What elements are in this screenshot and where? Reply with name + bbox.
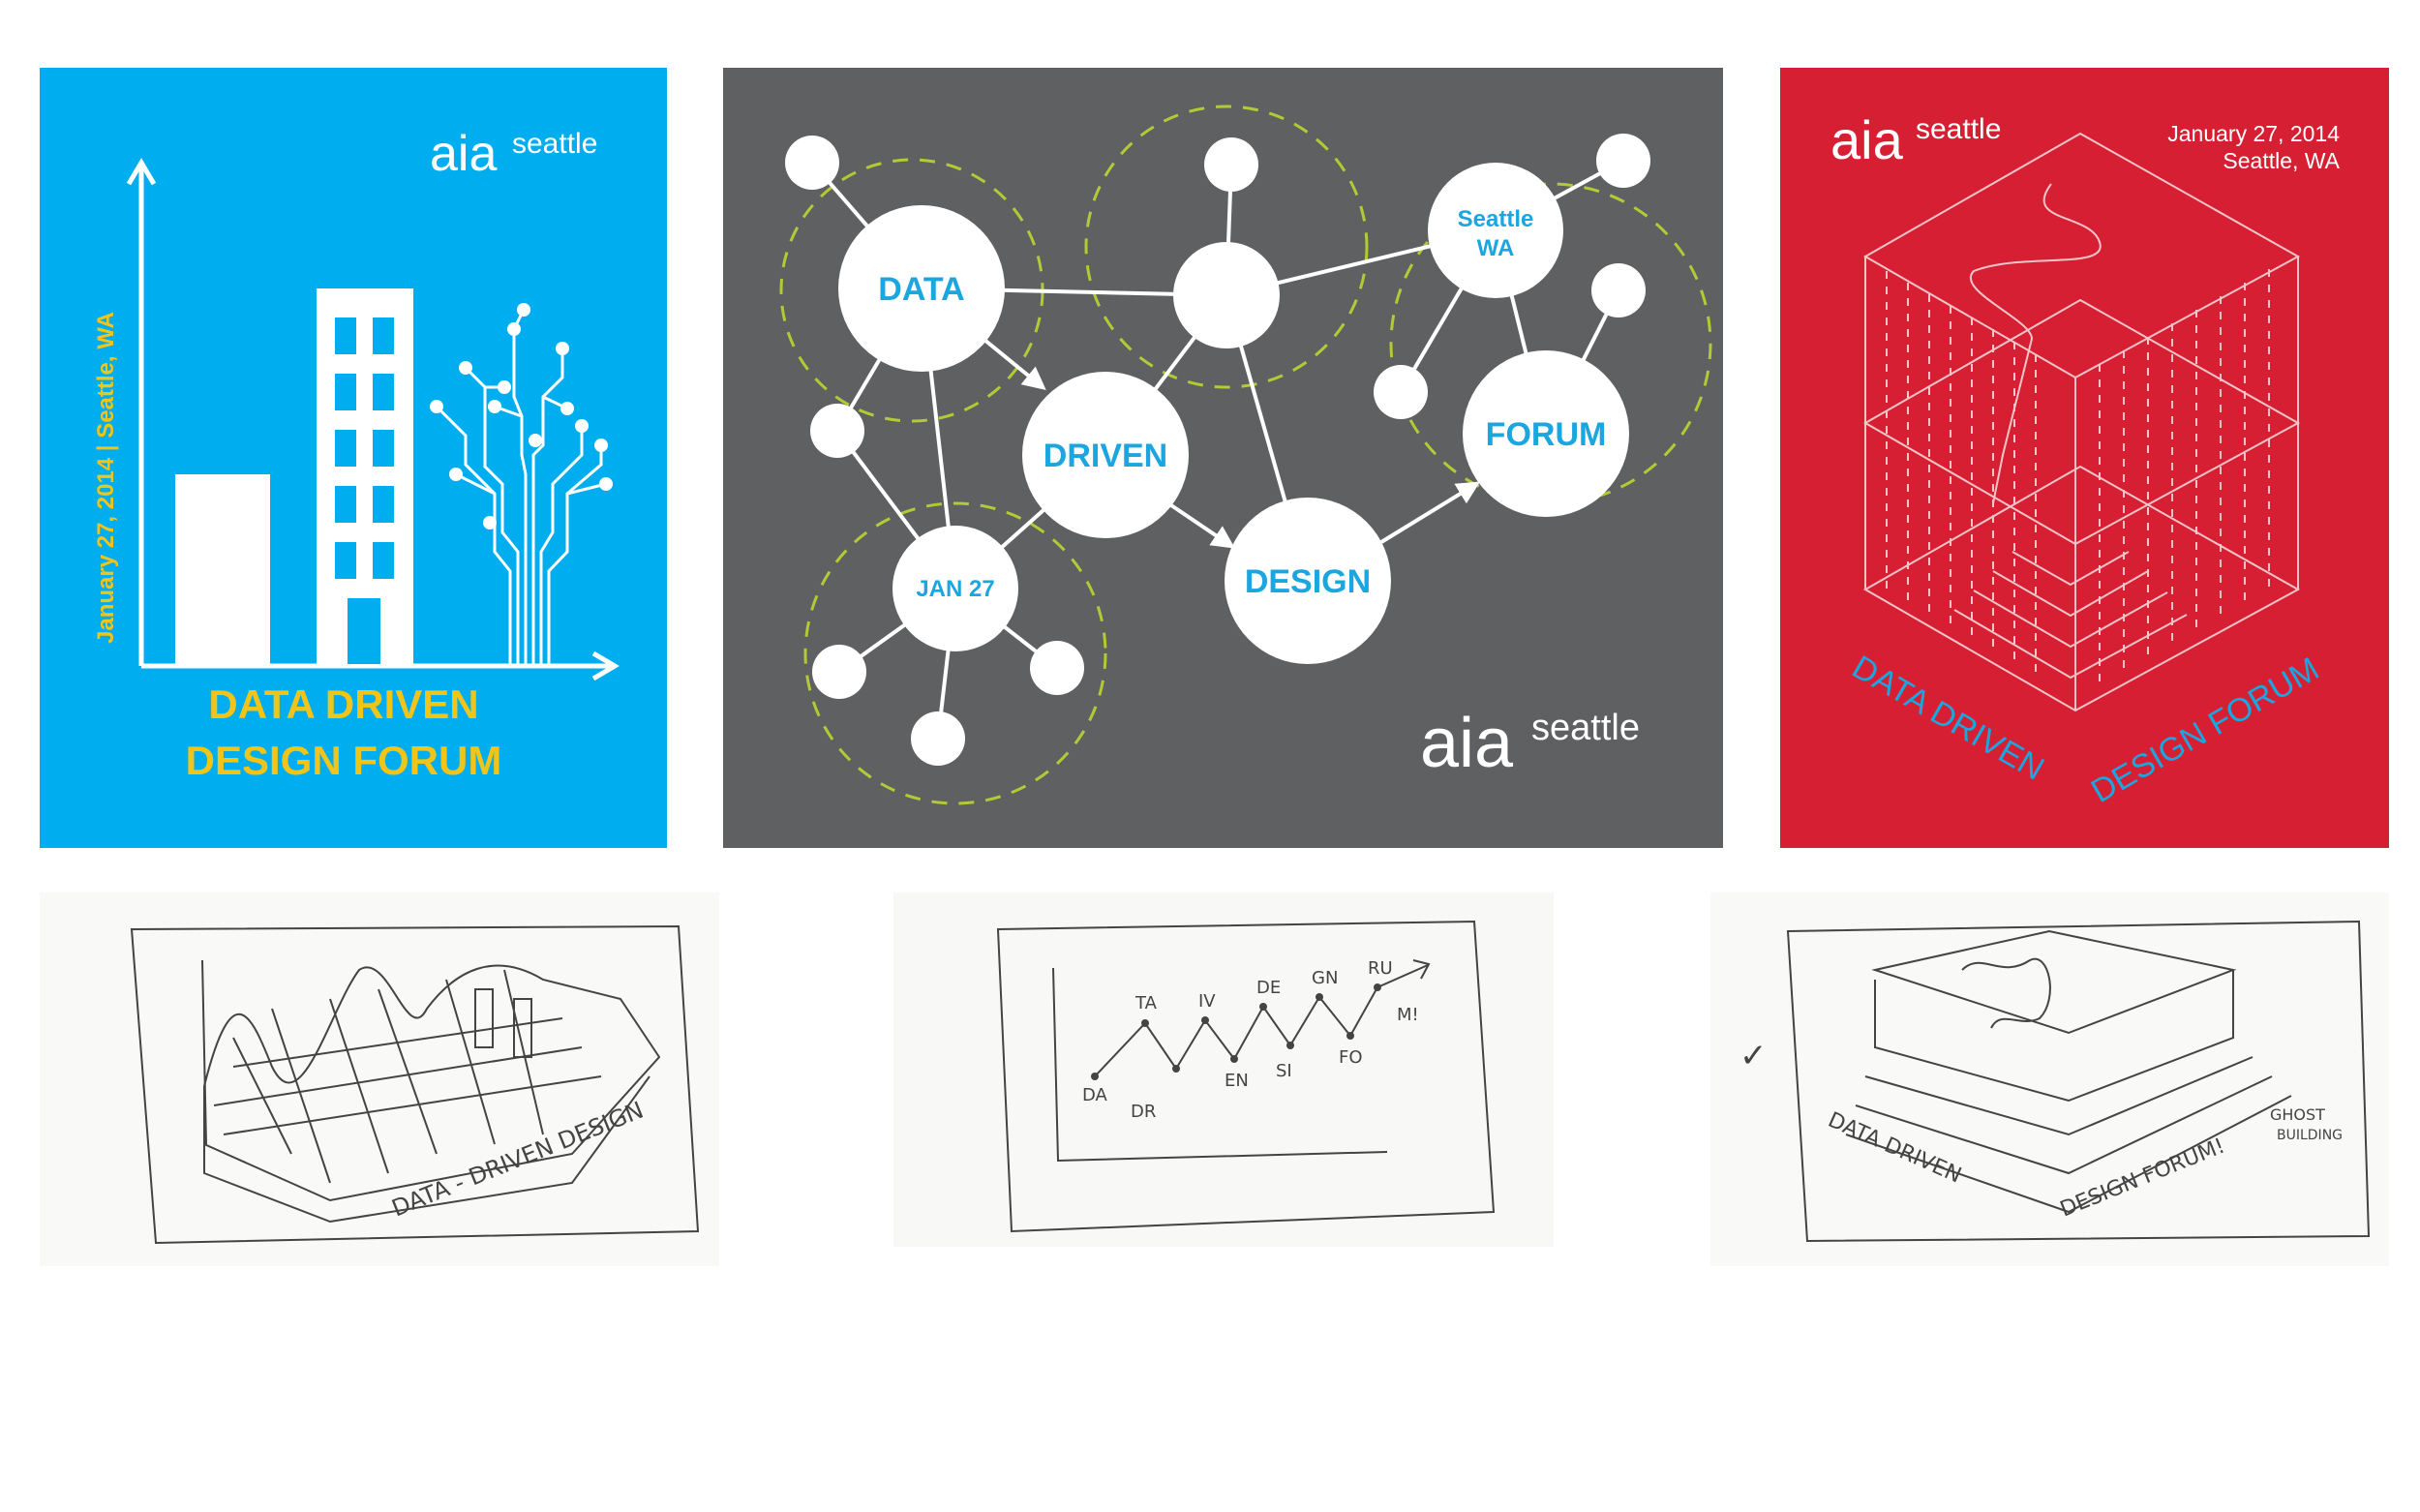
graph-label: DR (1131, 1102, 1156, 1122)
sketch-line-graph: DA TA DR IV EN DE SI GN FO RU M! (893, 892, 1554, 1247)
check-mark-icon: ✓ (1739, 1037, 1768, 1075)
layers-sketch-icon (1786, 920, 2371, 1243)
graph-label: DE (1256, 978, 1281, 998)
sketch-terrain-art: DATA - DRIVEN DESIGN (130, 924, 700, 1245)
date-line-1: January 27, 2014 (2167, 121, 2340, 146)
node-data-label: DATA (878, 271, 964, 308)
label-design-forum: DESIGN FORUM (2085, 650, 2325, 810)
circuit-tree-icon (435, 309, 607, 664)
short-building-icon (175, 474, 270, 664)
aia-logo-city: seattle (512, 128, 597, 160)
network-diagram: DATA DRIVEN DESIGN FORUM JAN 27 Seattle … (779, 105, 1712, 805)
aia-logo-city: seattle (1531, 708, 1640, 748)
sketch-layers-art: ✓ DATA DRIVEN DESIGN FORUM! GHOST BUILDI… (1739, 920, 2371, 1243)
poster-blue-art: aia seattle January 27, 2014 | Seattle, … (93, 126, 620, 783)
title-line-2: DESIGN FORUM (186, 738, 502, 783)
maze-lines (1953, 551, 2188, 680)
graph-label: DA (1082, 1085, 1108, 1105)
sketch-line-graph-art: DA TA DR IV EN DE SI GN FO RU M! (996, 920, 1496, 1233)
dashed-columns (1886, 269, 2270, 683)
isometric-art: aia seattle January 27, 2014 Seattle, WA (1830, 109, 2341, 810)
node-seattle-label: Seattle (1458, 206, 1534, 232)
label-data-driven: DATA DRIVEN (1846, 649, 2050, 788)
graph-label: TA (1134, 993, 1158, 1013)
date-vertical: January 27, 2014 | Seattle, WA (93, 312, 119, 644)
terrain-sketch-icon (130, 924, 700, 1245)
axes-icon (126, 158, 620, 681)
node-driven-label: DRIVEN (1044, 438, 1167, 474)
sketch-terrain: DATA - DRIVEN DESIGN (40, 892, 719, 1266)
aia-logo-text: aia (1420, 705, 1514, 782)
sketch-note-2: BUILDING (2277, 1128, 2343, 1143)
title-line-1: DATA DRIVEN (208, 681, 478, 727)
graph-points (1091, 983, 1381, 1080)
graph-labels: DA TA DR IV EN DE SI GN FO RU M! (1082, 958, 1419, 1122)
sketch-label-left: DATA DRIVEN (1825, 1108, 1965, 1189)
aia-logo-text: aia (1830, 109, 1904, 170)
sketch-layers: ✓ DATA DRIVEN DESIGN FORUM! GHOST BUILDI… (1710, 892, 2389, 1266)
label-nodes (838, 163, 1629, 664)
graph-label: FO (1339, 1047, 1363, 1068)
tall-building-icon (317, 288, 413, 664)
aia-logo-text: aia (430, 126, 497, 182)
node-design-label: DESIGN (1245, 563, 1371, 600)
sketch-caption: DATA - DRIVEN DESIGN (388, 1097, 648, 1223)
node-wa-label: WA (1477, 235, 1515, 261)
small-nodes (785, 134, 1650, 766)
node-jan-label: JAN 27 (916, 576, 994, 602)
date-line-2: Seattle, WA (2223, 148, 2340, 173)
graph-label: IV (1198, 991, 1216, 1012)
graph-label: GN (1312, 968, 1338, 988)
node-forum-label: FORUM (1486, 416, 1607, 453)
poster-gray: DATA DRIVEN DESIGN FORUM JAN 27 Seattle … (723, 68, 1723, 848)
poster-blue: aia seattle January 27, 2014 | Seattle, … (40, 68, 667, 848)
aia-logo-city: seattle (1916, 113, 2001, 145)
node-labels: DATA DRIVEN DESIGN FORUM JAN 27 Seattle … (878, 206, 1606, 602)
graph-label: EN (1225, 1071, 1249, 1091)
sketch-label-right: DESIGN FORUM! (2057, 1134, 2228, 1223)
graph-label: RU (1368, 958, 1393, 979)
isometric-cube-icon (1862, 132, 2301, 712)
circuit-nodes (430, 303, 613, 529)
poster-red: aia seattle January 27, 2014 Seattle, WA (1780, 68, 2389, 848)
graph-label: M! (1397, 1005, 1419, 1025)
graph-label: SI (1276, 1061, 1292, 1081)
sketch-note-1: GHOST (2270, 1105, 2325, 1124)
